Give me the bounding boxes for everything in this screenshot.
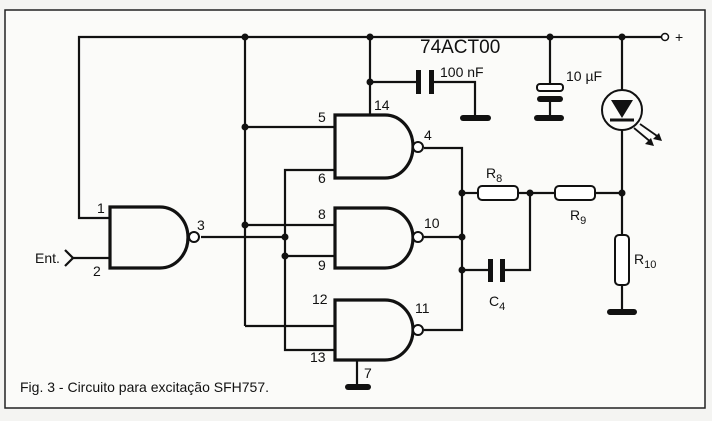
r10-label: R10	[634, 251, 656, 271]
svg-text:7: 7	[364, 365, 372, 381]
svg-text:2: 2	[93, 263, 101, 279]
svg-text:4: 4	[424, 127, 432, 143]
svg-text:12: 12	[312, 291, 328, 307]
c4-label: C4	[489, 293, 505, 313]
resistor-r10	[614, 234, 630, 286]
capacitor-100nf-label: 100 nF	[440, 64, 484, 80]
resistor-r8	[477, 185, 519, 201]
figure-caption: Fig. 3 - Circuito para excitação SFH757.	[20, 379, 269, 395]
nand-gate-2	[333, 113, 424, 180]
supply-label: +	[675, 29, 683, 45]
r8-label: R8	[486, 165, 502, 185]
nand-gate-1	[108, 205, 200, 270]
resistor-r9	[554, 185, 596, 201]
svg-text:9: 9	[318, 257, 326, 273]
svg-text:11: 11	[415, 300, 430, 316]
input-connector-icon	[64, 249, 75, 267]
svg-text:14: 14	[374, 97, 390, 113]
svg-text:13: 13	[310, 349, 326, 365]
pin-labels: 1 2 3 4 5 6 7 8 9 10 11 12 13 14	[93, 97, 440, 381]
svg-text:3: 3	[197, 217, 205, 233]
svg-text:6: 6	[318, 170, 326, 186]
led-icon	[601, 89, 662, 146]
svg-text:1: 1	[97, 200, 105, 216]
supply-terminal	[660, 32, 670, 42]
svg-text:5: 5	[318, 109, 326, 125]
capacitor-10uf-label: 10 µF	[566, 68, 602, 84]
capacitor-100nf	[416, 70, 491, 121]
ic-label: 74ACT00	[420, 37, 500, 58]
svg-text:10: 10	[424, 215, 440, 231]
input-label: Ent.	[35, 250, 60, 266]
capacitor-10uf	[534, 83, 564, 121]
nand-gate-3	[333, 206, 424, 270]
svg-text:8: 8	[318, 206, 326, 222]
junctions	[241, 33, 626, 274]
nand-gate-4	[333, 298, 424, 362]
r9-label: R9	[570, 207, 586, 227]
capacitor-c4	[488, 259, 505, 282]
